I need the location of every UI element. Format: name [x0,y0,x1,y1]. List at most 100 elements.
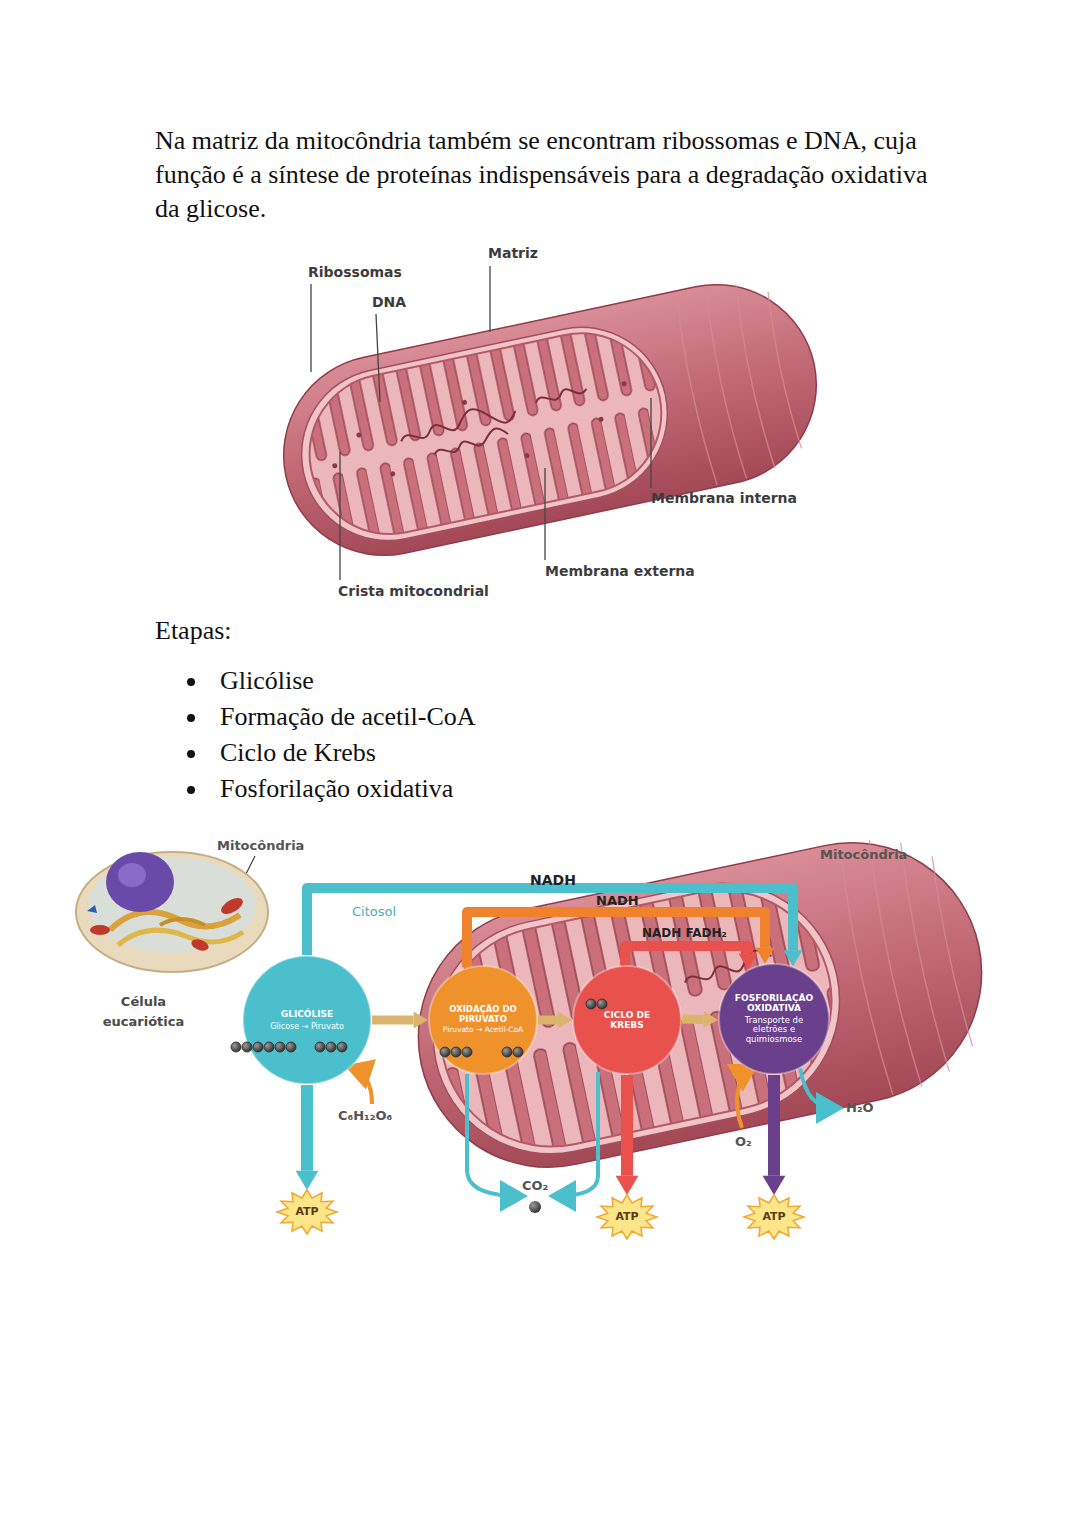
flow-arrow-line [768,1075,780,1176]
co2-molecule [529,1201,541,1213]
process-circle: CICLO DE KREBS [572,965,682,1075]
mitochondrion-illustration [421,870,852,1167]
process-circle: OXIDAÇÃO DO PIRUVATOPiruvato → Acetil-Co… [428,965,538,1075]
flow-arrow [763,1075,786,1195]
mitochondrion-illustration [356,432,362,438]
bullet-dot [187,678,195,686]
side-arrow [737,1068,752,1128]
mitochondrion-illustration [598,416,604,422]
flow-arrow [682,1011,718,1028]
edge-label: NADH [530,872,576,888]
flow-arrow-line [538,1016,558,1025]
leader-line [310,284,311,372]
atp-burst: ATP [277,1190,337,1234]
arrow-head [414,1012,428,1029]
paragraph: Na matriz da mitocôndria também se encon… [155,124,930,226]
part-label: DNA [372,294,406,310]
flow-arrow [296,1085,319,1190]
atp-burst-outline [277,1190,337,1234]
mitochondrion-illustration [524,453,530,459]
flow-arrow-line [621,1075,633,1176]
arrow-head [558,1012,572,1029]
flow-arrow-line [625,946,748,965]
cell-illustration [219,895,246,917]
mitochondrion-illustration [390,471,396,477]
carbon-bead [231,1042,241,1052]
cell-illustration [106,852,174,912]
mitochondrion-illustration [621,381,627,387]
part-label: Membrana externa [545,563,695,579]
flow-arrow-line [372,1016,414,1025]
mitochondrion-illustration [394,819,1006,1192]
atp-burst: ATP [744,1195,804,1239]
part-label: Mitocôndria [217,838,304,853]
cell-illustration [118,930,243,945]
mitochondrion-illustration [535,385,588,404]
mitochondrion-illustration [295,318,676,549]
flow-arrow-line [682,1015,704,1025]
cell-illustration [76,852,268,972]
node-heading: CICLO DE KREBS [592,1010,662,1031]
process-circle-outline [719,964,829,1074]
process-circle-outline [242,955,372,1085]
side-arrow [352,1068,372,1104]
cell-illustration [76,852,268,972]
edge-label: NADH FADH₂ [642,926,727,940]
atp-burst-outline [744,1195,804,1239]
leader-line [376,314,380,402]
flow-arrow [625,946,758,969]
part-label: Membrana interna [651,490,797,506]
flow-arrow-line [467,912,765,967]
node-heading: ATP [762,1211,785,1224]
atp-burst: ATP [597,1195,657,1239]
part-label: Citosol [352,904,396,919]
leader-line [650,398,651,488]
node-body: Piruvato → Acetil-CoA [443,1026,523,1035]
mitochondrion-illustration [432,426,509,456]
node-heading: GLICÓLISE [281,1009,333,1019]
part-label: Matriz [488,245,538,261]
node-heading: ATP [615,1211,638,1224]
list-item: Formação de acetil-CoA [220,700,476,734]
bullet-dot [187,750,195,758]
part-label: Mitocôndria [820,847,907,862]
mitochondrion-illustration [265,266,835,574]
flow-arrow [467,912,775,967]
flow-arrow [616,1075,639,1195]
arrow-head [784,950,803,966]
leader-line [232,266,651,902]
cell-illustration [160,919,205,925]
part-label: CO₂ [522,1178,548,1193]
mitochondrion-illustration [834,826,979,1096]
side-arrow [800,1068,836,1108]
arrow-head [616,1176,639,1195]
part-label: O₂ [735,1134,752,1149]
mitochondrion-illustration [671,274,805,485]
bullet-dot [187,786,195,794]
flow-arrow-line [301,1085,313,1171]
list-item: Fosforilação oxidativa [220,772,453,806]
node-heading: OXIDAÇÃO DO PIRUVATO [438,1005,528,1025]
part-label: Ribossomas [308,264,402,280]
cell-illustration [87,905,97,913]
edge-label: NADH [596,893,639,908]
cell-illustration [190,937,210,953]
mitochondrion-illustration [286,311,684,556]
part-label: Crista mitocondrial [338,583,489,599]
node-heading: ATP [295,1206,318,1219]
mitochondrion-illustration [462,399,468,405]
process-circle-outline [429,966,537,1074]
mitochondrion-illustration [398,401,518,445]
process-circle: FOSFORILAÇÃO OXIDATIVATransporte de elet… [718,963,830,1075]
atp-burst-outline [597,1195,657,1239]
mitochondrion-illustration [265,266,835,574]
node-body: Transporte de eletrões e quimiosmose [732,1016,816,1045]
arrow-head [703,1011,718,1028]
flow-arrow [372,1012,428,1029]
side-arrow [467,1074,520,1196]
node-heading: FOSFORILAÇÃO OXIDATIVA [732,993,816,1014]
process-circle: GLICÓLISEGlicose → Piruvato [242,955,372,1085]
process-circle-outline [573,966,681,1074]
